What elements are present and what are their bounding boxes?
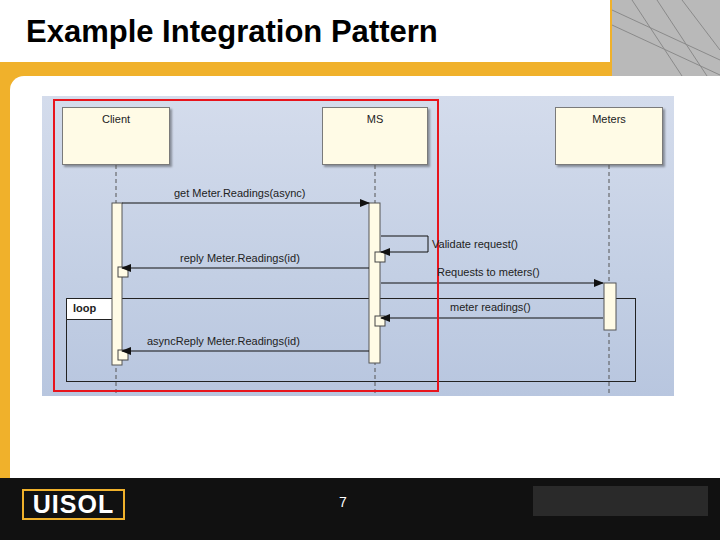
keyboard-photo xyxy=(612,0,720,76)
photo-line xyxy=(682,0,720,50)
activation-bar xyxy=(369,203,380,363)
lifeline xyxy=(609,165,610,396)
message-label: Validate request() xyxy=(432,238,518,250)
lifeline-head: Client xyxy=(62,107,170,165)
node-label: Client xyxy=(63,113,169,125)
frame-label: loop xyxy=(73,302,96,314)
message-label: get Meter.Readings(async) xyxy=(174,187,305,199)
message-arrow xyxy=(381,236,428,252)
slide-title: Example Integration Pattern xyxy=(26,14,438,50)
node-label: MS xyxy=(323,113,427,125)
page-number: 7 xyxy=(330,494,356,510)
message-arrow xyxy=(122,203,369,204)
photo-lines xyxy=(612,0,720,76)
message-label: reply Meter.Readings(id) xyxy=(180,252,300,264)
message-arrow xyxy=(122,351,369,352)
return-marker xyxy=(375,252,385,262)
message-arrow xyxy=(381,318,603,319)
activation-bar xyxy=(112,203,122,365)
photo-line xyxy=(612,25,720,75)
activation-bars xyxy=(112,203,616,365)
logo-text: UISOL xyxy=(22,489,125,520)
node-label: Meters xyxy=(556,113,662,125)
footer-box xyxy=(533,486,708,516)
photo-line xyxy=(632,0,682,76)
highlight-rectangle xyxy=(54,100,438,391)
photo-line xyxy=(657,0,707,76)
return-markers xyxy=(118,252,385,360)
message-label: meter readings() xyxy=(450,301,531,313)
photo-background xyxy=(612,0,720,76)
lifeline-head: Meters xyxy=(555,107,663,165)
message-label: Requests to meters() xyxy=(437,266,540,278)
message-arrow xyxy=(381,283,603,284)
message-arrow xyxy=(122,268,369,269)
lifeline-head: MS xyxy=(322,107,428,165)
message-label: asyncReply Meter.Readings(id) xyxy=(147,335,300,347)
activation-bar xyxy=(604,283,616,330)
